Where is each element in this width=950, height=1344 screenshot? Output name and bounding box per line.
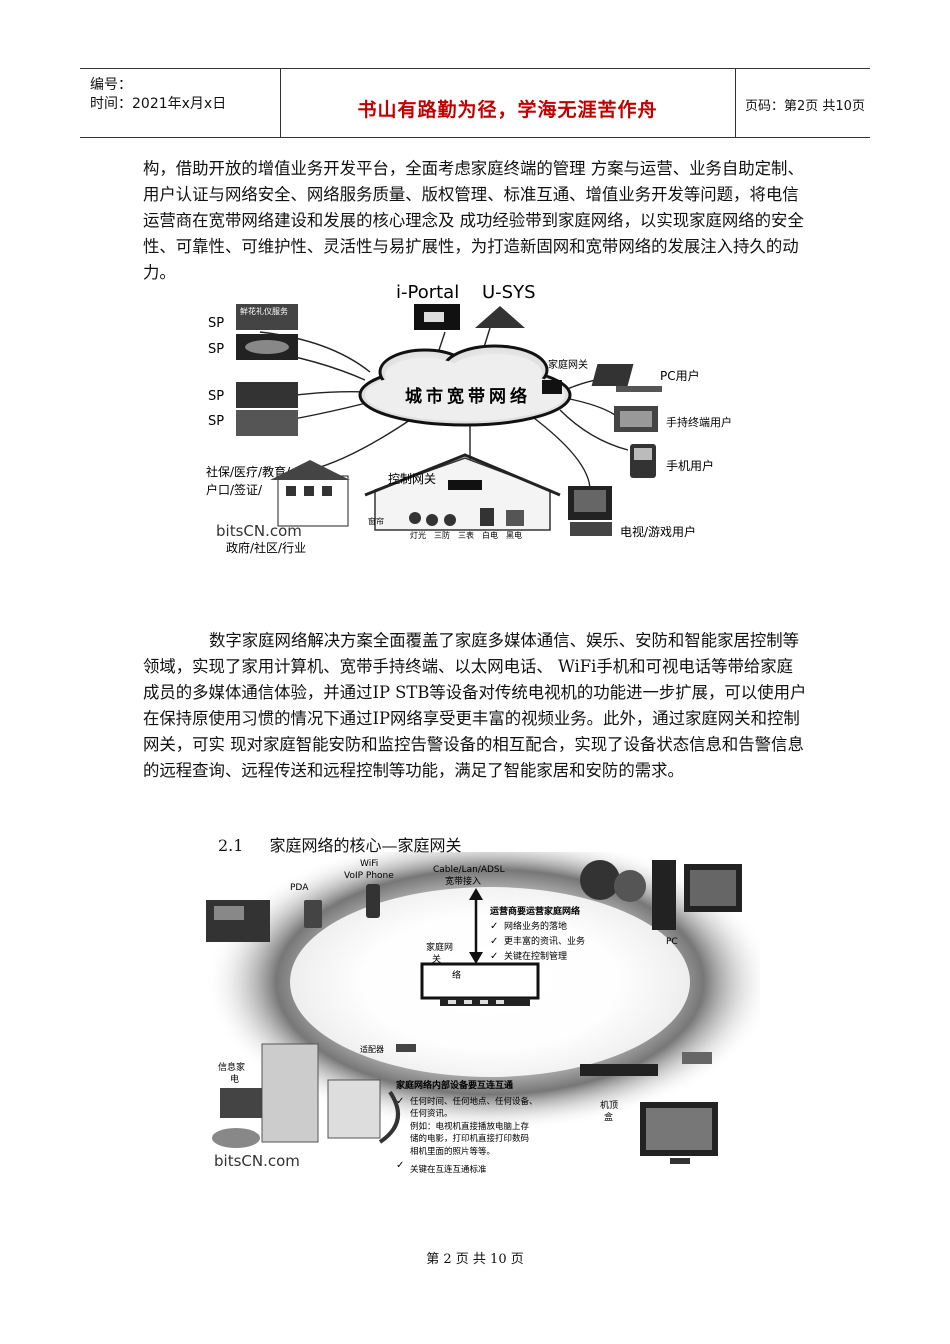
network-diagram-figure: i-Portal U-SYS SP SP SP SP 鲜花礼仪服务 城市宽带网络… xyxy=(206,282,732,555)
home-gateway-device xyxy=(542,380,562,394)
house-label-white: 白电 xyxy=(482,530,498,540)
doc-number-label: 编号： xyxy=(90,77,132,93)
tv-user-label: 电视/游戏用户 xyxy=(620,524,696,539)
home-gateway-figure: PDA WiFi VoIP Phone Cable/Lan/ADSL 宽带接入 … xyxy=(205,852,760,1175)
watermark-2: bitsCN.com xyxy=(214,1152,300,1170)
social-services-line2: 户口/签证/ xyxy=(206,482,263,497)
gov-label: 政府/社区/行业 xyxy=(226,540,306,555)
pc-label: PC xyxy=(666,937,678,947)
section-title: 家庭网络的核心—家庭网关 xyxy=(269,836,462,855)
sp-label-2: SP xyxy=(208,342,224,357)
home-appliances-icon xyxy=(212,1043,400,1148)
check-icon: ✓ xyxy=(490,936,498,947)
control-gateway-device xyxy=(448,480,482,490)
appliance-label-1: 信息家 xyxy=(218,1061,245,1073)
control-gateway-label: 控制网关 xyxy=(388,472,436,486)
appliance-label-2: 电 xyxy=(230,1073,239,1085)
header-right-cell: 页码：第2页 共10页 xyxy=(735,69,870,137)
office-building-icon xyxy=(270,460,350,527)
house-label-black: 黑电 xyxy=(506,530,522,540)
page-footer: 第 2 页 共 10 页 xyxy=(426,1252,524,1267)
house-label-curtain: 窗帘 xyxy=(368,516,384,526)
home-gateway-label: 家庭网关 xyxy=(548,358,588,371)
house-label-security: 三防 xyxy=(434,530,450,540)
smart-home-house xyxy=(364,453,561,531)
doc-date-label: 时间：2021年x月x日 xyxy=(90,96,227,112)
inner-title: 家庭网络内部设备要互连互通 xyxy=(396,1079,513,1091)
access-label-2: 宽带接入 xyxy=(445,875,481,887)
pc-tower-icon xyxy=(652,860,676,930)
adapter-label: 适配器 xyxy=(360,1044,384,1054)
voip-label: VoIP Phone xyxy=(344,871,394,881)
cloud-label: 城市宽带网络 xyxy=(405,386,531,407)
body-paragraph-1: 构，借助开放的增值业务开发平台，全面考虑家庭终端的管理 方案与运营、业务自助定制… xyxy=(143,159,804,282)
page-header: 编号： 时间：2021年x月x日 书山有路勤为径，学海无涯苦作舟 页码：第2页 … xyxy=(80,68,870,138)
pc-laptop-icon xyxy=(591,364,662,392)
stb-label-2: 盒 xyxy=(604,1111,613,1123)
sp-thumbnail-1 xyxy=(236,304,298,330)
inner-line-4: 储的电影，打印机直接打印数码 xyxy=(410,1133,529,1144)
check-icon: ✓ xyxy=(490,921,498,932)
ops-title: 运营商要运营家庭网络 xyxy=(490,905,580,917)
house-label-light: 灯光 xyxy=(410,530,426,540)
ops-item-2: 更丰富的资讯、业务 xyxy=(504,935,585,947)
adapter-icon xyxy=(396,1044,416,1052)
header-page-label: 页码：第2页 共10页 xyxy=(745,99,865,114)
access-label-1: Cable/Lan/ADSL xyxy=(433,865,505,875)
broadband-cloud xyxy=(358,344,572,427)
check-icon: ✓ xyxy=(490,951,498,962)
gateway-label-2: 关 xyxy=(432,953,441,965)
stb-device-icon xyxy=(580,1064,658,1076)
wifi-phone-icon xyxy=(366,884,380,918)
pda-label: PDA xyxy=(290,883,309,893)
check-icon: ✓ xyxy=(396,1096,404,1107)
handheld-user-label: 手持终端用户 xyxy=(666,415,732,429)
sp-banner: 鲜花礼仪服务 xyxy=(240,306,288,316)
home-gateway-device xyxy=(420,962,540,1006)
check-icon: ✓ xyxy=(396,1160,404,1171)
inner-line-1: 任何时间、任何地点、任何设备、 xyxy=(410,1096,538,1107)
small-device-icon xyxy=(682,1052,712,1064)
section-heading: 2.1 家庭网络的核心—家庭网关 xyxy=(218,832,461,856)
sp-thumbnail-4 xyxy=(236,410,298,436)
watermark-1: bitsCN.com xyxy=(216,522,302,540)
sp-label-4: SP xyxy=(208,414,224,429)
header-left-cell: 编号： 时间：2021年x月x日 xyxy=(80,69,281,137)
ops-item-3: 关键在控制管理 xyxy=(504,950,567,962)
header-motto: 书山有路勤为径，学海无涯苦作舟 xyxy=(357,99,658,121)
gateway-label-1: 家庭网 xyxy=(426,941,453,953)
flat-tv-icon xyxy=(640,1102,718,1164)
webcam-icon xyxy=(580,860,620,900)
sp-label-1: SP xyxy=(208,316,224,331)
inner-line-5: 相机里面的照片等等。 xyxy=(410,1146,495,1157)
inner-line-3: 例如：电视机直接播放电脑上存 xyxy=(410,1121,530,1132)
access-arrow xyxy=(469,888,483,964)
stb-label-1: 机顶 xyxy=(600,1099,618,1111)
body-paragraph-2: 数字家庭网络解决方案全面覆盖了家庭多媒体通信、娱乐、安防和智能家居控制等领域，实… xyxy=(143,631,807,780)
mobile-user-label: 手机用户 xyxy=(666,458,714,473)
section-number: 2.1 xyxy=(218,836,244,855)
usys-pyramid-icon xyxy=(475,306,525,328)
header-center-cell: 书山有路勤为径，学海无涯苦作舟 xyxy=(280,69,736,137)
social-services-line1: 社保/医疗/教育/ xyxy=(206,464,291,479)
gateway-luo: 络 xyxy=(452,969,461,981)
inner-line-2: 任何资讯。 xyxy=(410,1108,453,1119)
usys-label: U-SYS xyxy=(482,282,536,303)
pc-user-label: PC用户 xyxy=(660,368,700,383)
wifi-label: WiFi xyxy=(360,859,378,869)
ops-item-1: 网络业务的落地 xyxy=(504,920,567,932)
house-label-meter: 三表 xyxy=(458,530,474,540)
tv-game-icon xyxy=(568,486,612,536)
sp-label-3: SP xyxy=(208,389,224,404)
iportal-label: i-Portal xyxy=(396,282,459,303)
inner-item-2: 关键在互连互通标准 xyxy=(410,1164,487,1175)
pda-icon xyxy=(304,900,322,928)
sp-thumbnail-3 xyxy=(236,382,298,408)
